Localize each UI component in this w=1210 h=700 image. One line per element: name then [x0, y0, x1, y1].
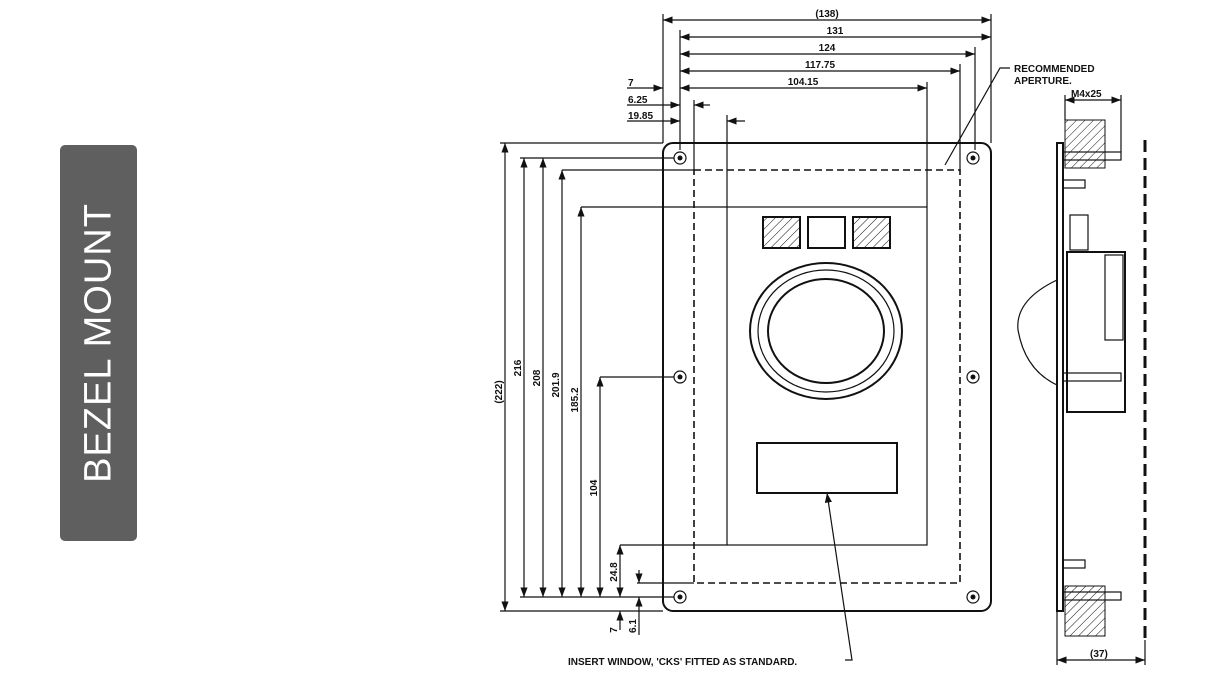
title-badge: BEZEL MOUNT [60, 145, 137, 541]
button-right [852, 216, 891, 249]
aperture-note-line2: APERTURE. [1014, 76, 1072, 87]
trackball [749, 262, 903, 400]
side-view: M4x25 (37) [1017, 89, 1147, 665]
dim-24-8: 24.8 [609, 562, 620, 582]
dim-201-9: 201.9 [551, 372, 562, 397]
dim-104: 104 [589, 479, 600, 496]
recommended-aperture [693, 169, 961, 584]
button-middle [807, 216, 846, 249]
bezel-outline [662, 142, 992, 612]
dim-216: 216 [513, 359, 524, 376]
dim-117-75: 117.75 [805, 60, 835, 71]
mounting-holes [673, 151, 980, 604]
dim-6-1: 6.1 [628, 619, 639, 633]
button-left [762, 216, 801, 249]
dim-m4x25: M4x25 [1071, 89, 1102, 100]
dim-19-85: 19.85 [628, 111, 653, 122]
dim-131: 131 [827, 26, 844, 37]
inner-panel [726, 206, 928, 546]
dim-37: (37) [1090, 649, 1108, 660]
dim-104-15: 104.15 [788, 77, 819, 88]
dim-222: (222) [494, 380, 505, 403]
dim-138: (138) [815, 9, 838, 20]
aperture-note-line1: RECOMMENDED [1014, 64, 1095, 75]
insert-window [756, 442, 898, 494]
dim-124: 124 [819, 43, 836, 54]
aperture-note: RECOMMENDED APERTURE. [944, 64, 1095, 166]
dim-185-2: 185.2 [570, 387, 581, 412]
insert-note: INSERT WINDOW, 'CKS' FITTED AS STANDARD. [568, 492, 853, 668]
horizontal-dimensions: (138) 131 124 117.75 104.15 7 6.25 19.85 [627, 9, 992, 207]
dim-7-bottom: 7 [609, 627, 620, 633]
insert-note-text: INSERT WINDOW, 'CKS' FITTED AS STANDARD. [568, 657, 797, 668]
dim-7: 7 [628, 78, 634, 89]
dim-208: 208 [532, 369, 543, 386]
vertical-dimensions: (222) 216 208 201.9 185.2 104 24.8 7 6.1 [494, 142, 727, 635]
dim-6-25: 6.25 [628, 95, 648, 106]
